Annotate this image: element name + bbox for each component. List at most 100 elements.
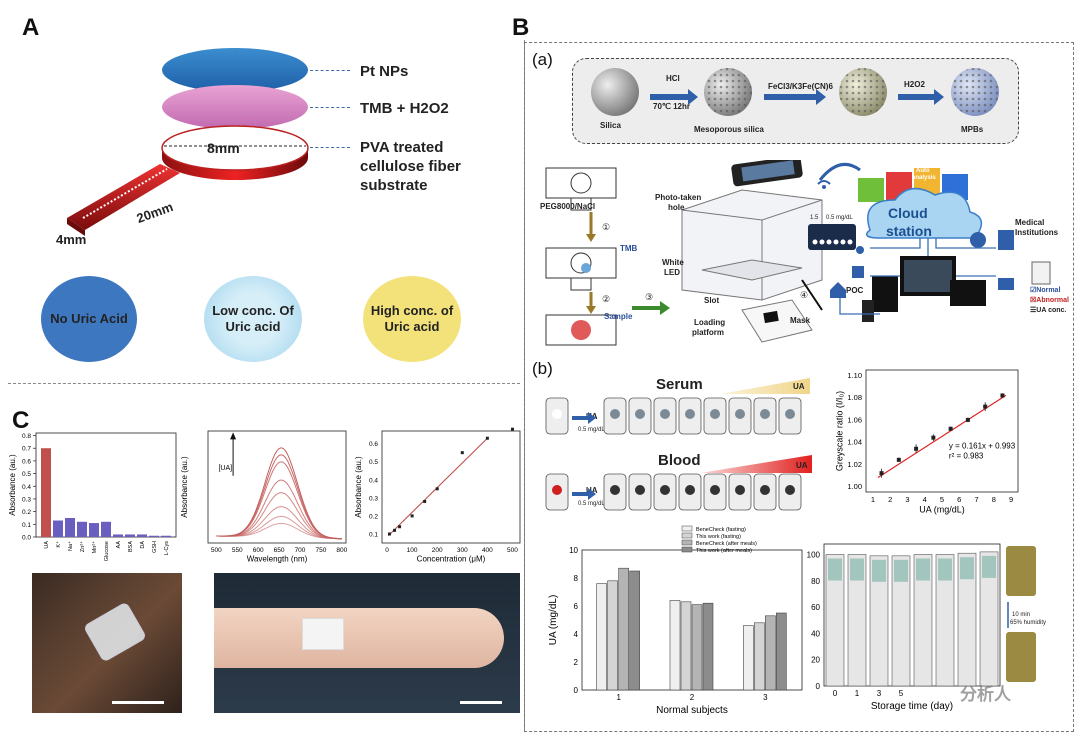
bar: [891, 555, 911, 687]
arrow-hcl: HCl: [666, 74, 680, 83]
bar: [691, 604, 703, 691]
strip-thumbnail: [960, 557, 974, 580]
y-tick-label: 0.5: [369, 459, 378, 466]
arm: [214, 608, 504, 668]
fit-line: [387, 437, 488, 537]
data-point: [435, 487, 439, 491]
hospital-icon: [998, 230, 1014, 250]
bar: [89, 523, 99, 537]
y-tick-label: 0.6: [369, 441, 378, 448]
coated-sphere: [839, 68, 887, 116]
mesoporous-sphere: [704, 68, 752, 116]
bar: [754, 622, 765, 691]
test-strip-panel: [808, 224, 856, 250]
label-sample: Sample: [604, 312, 633, 321]
reaction-spot: [610, 409, 620, 419]
y-tick-label: 1.00: [847, 482, 862, 491]
y-axis-label: I₀ (% of day 0): [800, 583, 801, 647]
bar: [53, 520, 63, 537]
pt-nps-layer: [162, 48, 308, 92]
legend-label: BeneCheck (after meals): [696, 541, 757, 547]
y-tick-label: 0.4: [22, 484, 31, 491]
storage-note-1: 10 min: [1012, 612, 1031, 618]
arrow-1: [650, 89, 698, 105]
tmb-leader: [310, 107, 350, 108]
y-axis-label: Absorbance (au.): [354, 456, 363, 518]
strip-thumbnail: [894, 559, 908, 582]
x-axis-label: Normal subjects: [656, 705, 728, 716]
step-silica: Silica: [600, 121, 621, 130]
bar: [979, 551, 999, 687]
strip-arrow: [572, 488, 596, 500]
y-tick-label: 8: [574, 574, 579, 583]
data-point: [1000, 393, 1005, 398]
cloud-network: [808, 162, 1051, 322]
reaction-spot: [735, 485, 745, 495]
reaction-spot: [660, 485, 670, 495]
legend-label: This work (after meals): [696, 548, 752, 554]
watermark: 分析人: [960, 685, 1011, 704]
y-tick-label: 0.3: [369, 495, 378, 502]
reaction-spot: [785, 485, 795, 495]
reaction-spot: [610, 485, 620, 495]
strip-thumbnail: [872, 559, 886, 582]
y-tick-label: 0.6: [22, 458, 31, 465]
laptop: [950, 280, 986, 306]
strip-label-2: 0.5 mg/dL: [826, 215, 853, 221]
y-tick-label: 0: [574, 686, 579, 695]
plot-frame: [823, 543, 1001, 687]
bar: [869, 555, 889, 687]
y-tick-label: 40: [811, 629, 820, 638]
x-tick-label: 6: [957, 495, 961, 504]
bar: [765, 615, 776, 691]
reaction-spot: [635, 485, 645, 495]
spectrum-line: [216, 454, 342, 540]
x-axis-label: Concentration (μM): [417, 554, 486, 563]
paper-device-steps: [545, 167, 617, 346]
arrow-temp: 70℃ 12hr: [653, 102, 691, 111]
bar: [77, 521, 87, 537]
substrate-layer: [67, 125, 309, 236]
mail-icon: [998, 278, 1014, 290]
circle-low-uric-acid: Low conc. Of Uric acid: [204, 276, 302, 362]
step-2: ②: [602, 294, 611, 304]
x-tick-label: 3: [763, 693, 768, 702]
spectrum-line: [216, 492, 342, 540]
step-4: ④: [800, 290, 809, 300]
data-point: [914, 446, 919, 451]
x-tick-label: 7: [974, 495, 978, 504]
x-tick-label: 400: [482, 547, 493, 554]
fit-equation: y = 0.161x + 0.993: [949, 442, 1016, 451]
x-tick-label: DA: [140, 541, 146, 549]
sample-spot: [571, 320, 591, 340]
cloud-subtitle: station: [886, 223, 932, 239]
x-tick-label: 1: [616, 693, 621, 702]
wifi-icon: [817, 180, 831, 189]
x-tick-label: 600: [253, 547, 264, 554]
neck-patch-photo: [32, 573, 182, 713]
data-point: [983, 404, 988, 409]
y-tick-label: 0.3: [22, 496, 31, 503]
bar: [913, 554, 933, 687]
x-tick-label: 700: [295, 547, 306, 554]
y-tick-label: 0.2: [22, 509, 31, 516]
x-tick-label: 650: [274, 547, 285, 554]
divider-a-c: [8, 383, 520, 384]
x-tick-label: K⁺: [55, 541, 62, 548]
serum-title: Serum: [656, 376, 703, 393]
x-tick-label: Mn²⁺: [91, 541, 98, 553]
bar: [629, 570, 640, 691]
y-tick-label: 1.10: [847, 371, 862, 380]
label-mask: Mask: [790, 316, 811, 325]
auto-label-1: Auto: [916, 168, 930, 174]
bar: [825, 554, 845, 687]
substrate-leader: [310, 147, 350, 148]
step-1: ①: [602, 222, 611, 232]
y-tick-label: 20: [811, 656, 820, 665]
x-tick-label: 800: [336, 547, 347, 554]
label-loading: Loading: [694, 318, 726, 327]
data-point: [931, 435, 936, 440]
legend-ua: ☰UA conc.: [1030, 307, 1067, 314]
label-white: White: [662, 258, 684, 267]
label-platform: platform: [692, 328, 724, 337]
